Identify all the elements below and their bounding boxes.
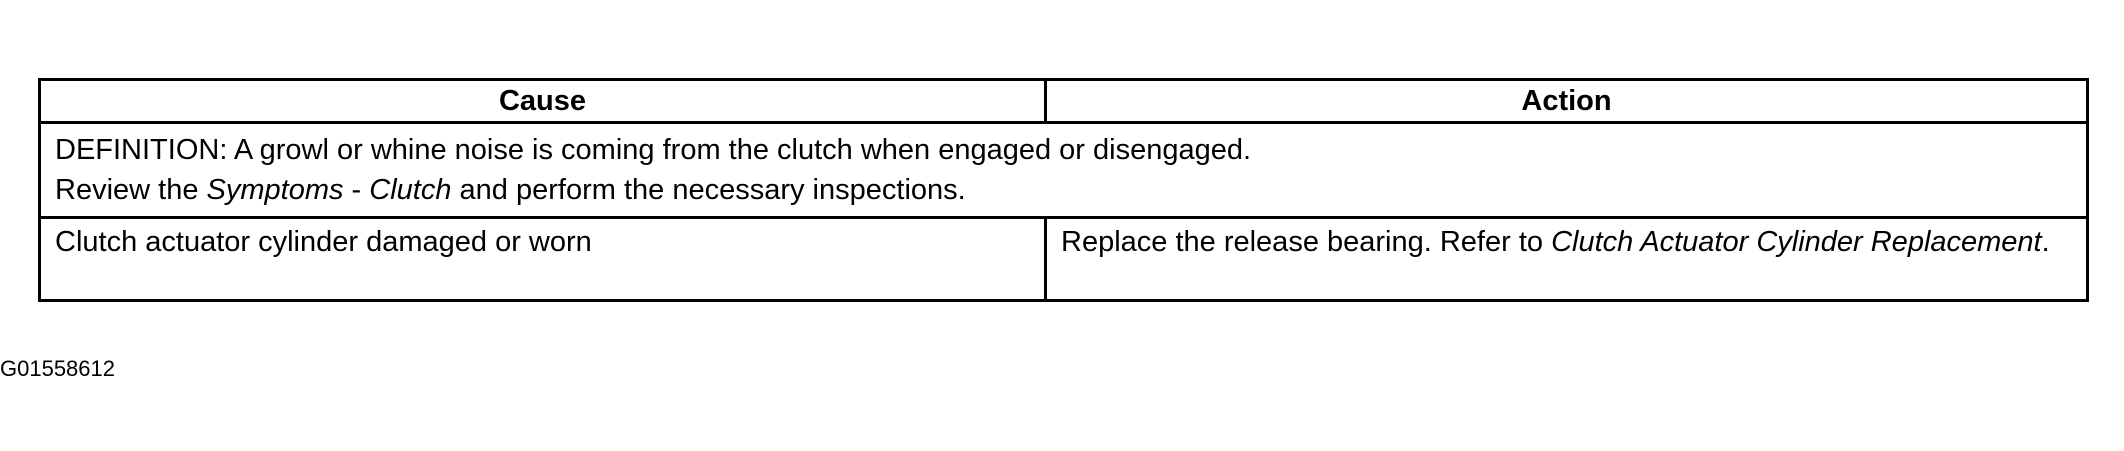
review-separator: - xyxy=(343,174,370,206)
diagnostic-table: Cause Action DEFINITION: A growl or whin… xyxy=(38,78,2089,302)
symptoms-ref: Symptoms xyxy=(206,174,344,206)
header-row: Cause Action xyxy=(38,78,2089,124)
review-prefix: Review the xyxy=(55,174,207,206)
review-text: Review the Symptoms - Clutch and perform… xyxy=(55,170,2072,210)
header-action: Action xyxy=(1044,78,2089,124)
definition-row: DEFINITION: A growl or whine noise is co… xyxy=(38,121,2089,219)
header-cause: Cause xyxy=(38,78,1047,124)
review-suffix: and perform the necessary inspections. xyxy=(451,174,966,206)
definition-cell: DEFINITION: A growl or whine noise is co… xyxy=(38,121,2089,219)
definition-text: DEFINITION: A growl or whine noise is co… xyxy=(55,134,1252,166)
figure-id: G01558612 xyxy=(0,356,115,381)
clutch-ref: Clutch xyxy=(369,174,452,206)
action-suffix: . xyxy=(2041,226,2050,258)
table-row: Clutch actuator cylinder damaged or worn… xyxy=(38,216,2089,302)
action-reference: Clutch Actuator Cylinder Replacement xyxy=(1551,226,2042,258)
cause-cell: Clutch actuator cylinder damaged or worn xyxy=(38,216,1047,302)
action-cell: Replace the release bearing. Refer to Cl… xyxy=(1044,216,2089,302)
action-prefix: Replace the release bearing. Refer to xyxy=(1061,226,1552,258)
